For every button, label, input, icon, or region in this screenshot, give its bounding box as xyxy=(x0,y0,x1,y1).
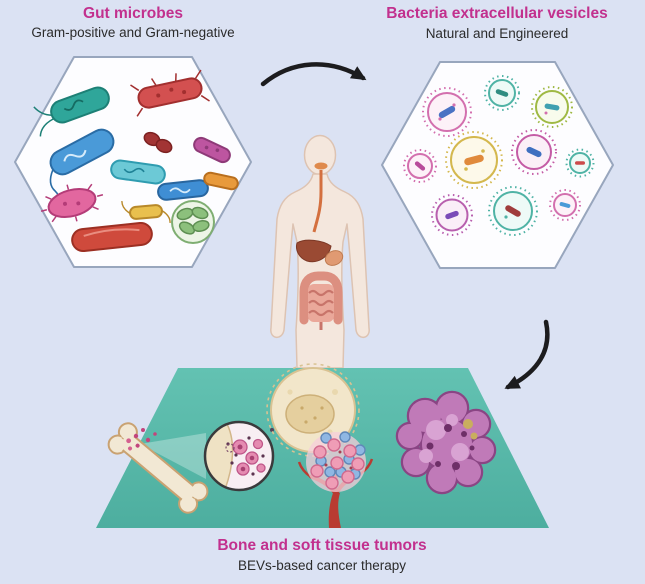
vesicle-icon xyxy=(488,186,538,236)
magnifier-bone-tumor-icon xyxy=(203,414,292,492)
vesicle-icon xyxy=(431,194,473,236)
mouth-icon xyxy=(314,162,328,170)
intestines-icon xyxy=(299,271,343,330)
bacterium-pink-spiky-icon xyxy=(40,183,104,223)
tumors-subtitle: BEVs-based cancer therapy xyxy=(237,558,407,573)
bone-icon xyxy=(107,422,209,514)
bacterium-red-pili-icon xyxy=(130,69,210,117)
gut-microbes-title: Gut microbes xyxy=(83,5,183,22)
bacterium-teal-icon xyxy=(33,86,110,137)
vesicle-icon xyxy=(403,149,437,183)
arrow-vesicles-to-tumors xyxy=(504,319,550,390)
vesicle-icon xyxy=(511,129,557,175)
bacterium-orange-icon xyxy=(203,171,239,191)
vesicle-icon xyxy=(484,75,520,111)
vesicles-title: Bacteria extracellular vesicles xyxy=(386,5,608,22)
bacteria-collection-icon xyxy=(33,69,239,253)
vesicle-icon xyxy=(565,148,595,178)
vesicles-subtitle: Natural and Engineered xyxy=(425,26,569,41)
bacteria-cluster-icon xyxy=(171,200,215,244)
purple-tumor-mass-icon xyxy=(395,390,497,495)
bacterium-blue-flagellum-icon xyxy=(49,128,115,207)
bacterium-cyan-icon xyxy=(110,159,166,185)
bacterium-blue-icon xyxy=(157,179,209,201)
bacterium-magenta-icon xyxy=(193,136,231,164)
bacterium-large-red-icon xyxy=(71,221,153,253)
vesicle-icon xyxy=(549,189,581,221)
extracellular-vesicles-icon xyxy=(403,75,595,236)
human-digestive-system-icon xyxy=(270,134,370,369)
bacterium-yellow-icon xyxy=(121,201,171,223)
tumor-platform xyxy=(96,363,549,528)
diplococci-icon xyxy=(143,131,173,154)
gut-microbes-hexagon xyxy=(14,56,252,268)
vascularized-tumor-icon xyxy=(297,431,374,528)
esophagus-icon xyxy=(312,170,323,233)
soft-tissue-tumor-cell-icon xyxy=(266,363,360,457)
stomach-icon xyxy=(324,250,344,266)
vesicles-hexagon xyxy=(381,61,614,269)
gut-microbes-subtitle: Gram-positive and Gram-negative xyxy=(31,25,235,40)
liver-icon xyxy=(296,239,332,263)
vesicle-icon xyxy=(531,86,573,128)
vesicle-icon xyxy=(422,87,472,137)
vesicle-icon xyxy=(445,131,503,189)
arrow-microbes-to-vesicles xyxy=(260,62,367,87)
magnifier-beam xyxy=(140,433,206,479)
tumors-title: Bone and soft tissue tumors xyxy=(217,537,427,554)
